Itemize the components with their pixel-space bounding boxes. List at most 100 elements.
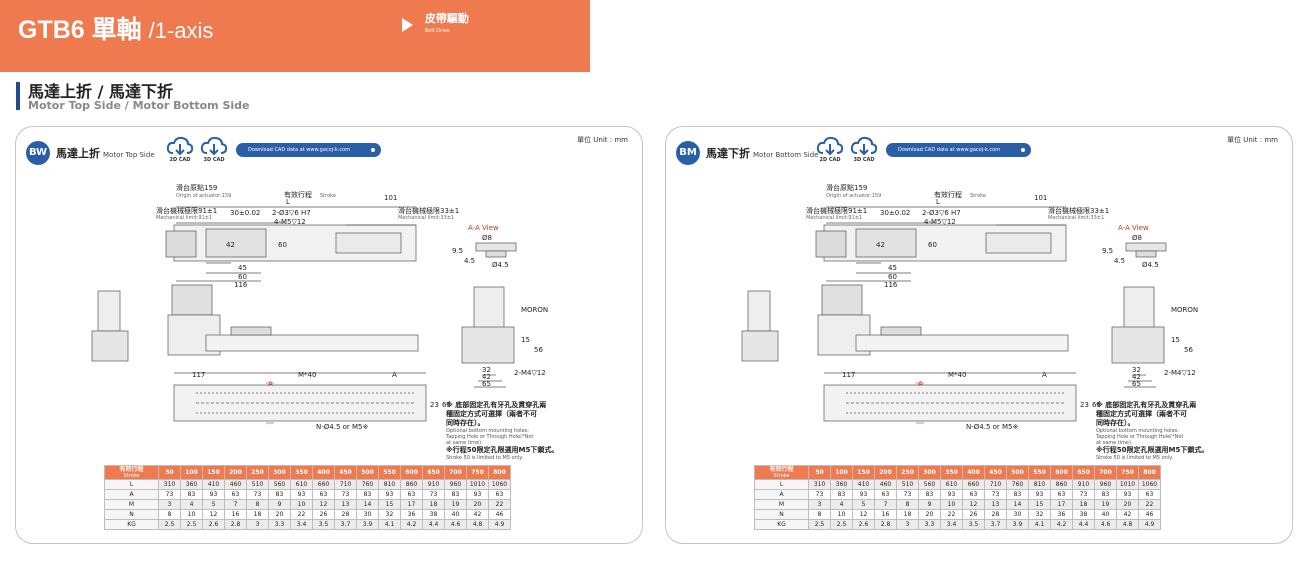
technical-drawing: L 滑台原點159 Origin of actuator:159 有效行程 St…	[741, 183, 1198, 431]
table-cell: 12	[202, 509, 225, 520]
table-cell: 93	[852, 489, 875, 500]
stroke-cell: 700	[1094, 465, 1117, 480]
table-cell: 3.5	[312, 519, 335, 530]
table-cell: 4.9	[1138, 519, 1161, 530]
dim-30: 30±0.02	[880, 209, 910, 217]
dim-m40: M*40	[298, 371, 316, 379]
dim-m40: M*40	[948, 371, 966, 379]
table-cell: 360	[180, 479, 203, 490]
cad-3d-download[interactable]: 3D CAD	[850, 135, 878, 165]
table-cell: 32	[378, 509, 401, 520]
origin-label-en: Origin of actuator:159	[826, 193, 881, 199]
table-cell: 14	[356, 499, 379, 510]
table-cell: 93	[378, 489, 401, 500]
mounting-note: ※ 底部固定孔有牙孔及貫穿孔兩 種固定方式可選擇（兩者不可 同時存在）。 Opt…	[1096, 401, 1209, 461]
cloud-download-icon	[200, 136, 228, 156]
table-cell: 73	[984, 489, 1007, 500]
dim-32: 32	[482, 366, 491, 374]
table-cell: 3.9	[356, 519, 379, 530]
model-badge: BW	[26, 141, 50, 165]
table-cell: 2.6	[202, 519, 225, 530]
stroke-cell: 200	[874, 465, 897, 480]
cad-2d-download[interactable]: 2D CAD	[166, 135, 194, 165]
page-subtitle: /1-axis	[148, 18, 214, 43]
stroke-cell: 500	[1006, 465, 1029, 480]
mech-limit-left: 滑台機械極限91±1	[156, 206, 217, 215]
table-cell: 710	[334, 479, 357, 490]
row-label: KG	[104, 519, 159, 530]
table-cell: 38	[1072, 509, 1095, 520]
table-cell: 73	[1072, 489, 1095, 500]
play-arrow-icon	[402, 18, 413, 32]
table-cell: 83	[268, 489, 291, 500]
stroke-cell: 300	[918, 465, 941, 480]
table-cell: 46	[488, 509, 511, 520]
cad-2d-download[interactable]: 2D CAD	[816, 135, 844, 165]
table-cell: 63	[312, 489, 335, 500]
download-cad-link[interactable]: Download CAD data at www.gacoj-k.com	[236, 143, 381, 157]
table-cell: 810	[378, 479, 401, 490]
table-cell: 40	[1094, 509, 1117, 520]
table-cell: 3.3	[268, 519, 291, 530]
table-cell: 46	[1138, 509, 1161, 520]
table-cell: 73	[334, 489, 357, 500]
stroke-cell: 50	[158, 465, 181, 480]
table-cell: 860	[400, 479, 423, 490]
table-cell: 18	[422, 499, 445, 510]
table-cell: 310	[158, 479, 181, 490]
table-cell: 8	[808, 509, 831, 520]
table-cell: 16	[874, 509, 897, 520]
cad-3d-download[interactable]: 3D CAD	[200, 135, 228, 165]
table-cell: 8	[158, 509, 181, 520]
row-label: M	[754, 499, 809, 510]
dim-60-vertical: 60	[928, 241, 937, 249]
dim-phi8: Ø8	[482, 234, 492, 242]
table-cell: 4.2	[1050, 519, 1073, 530]
table-cell: 4.4	[422, 519, 445, 530]
stroke-cell: 550	[1028, 465, 1051, 480]
table-cell: 3.3	[918, 519, 941, 530]
table-cell: 93	[940, 489, 963, 500]
row-label: L	[104, 479, 159, 490]
table-cell: 26	[312, 509, 335, 520]
table-cell: 960	[444, 479, 467, 490]
table-cell: 63	[224, 489, 247, 500]
panel-title-zh: 馬達上折	[56, 147, 100, 160]
table-cell: 4.1	[1028, 519, 1051, 530]
table-cell: 4.2	[400, 519, 423, 530]
table-cell: 4.9	[488, 519, 511, 530]
table-cell: 460	[224, 479, 247, 490]
section-mark-a: A	[918, 380, 923, 388]
mount-holes-label: N-Ø4.5 or M5※	[316, 423, 369, 431]
table-cell: 4.4	[1072, 519, 1095, 530]
table-cell: 5	[202, 499, 225, 510]
table-cell: 4	[180, 499, 203, 510]
table-cell: 7	[224, 499, 247, 510]
table-cell: 1060	[488, 479, 511, 490]
table-cell: 3.4	[940, 519, 963, 530]
download-cad-link[interactable]: Download CAD data at www.gacoj-k.com	[886, 143, 1031, 157]
stroke-cell: 250	[896, 465, 919, 480]
table-cell: 910	[422, 479, 445, 490]
row-label: A	[754, 489, 809, 500]
table-cell: 4.8	[1116, 519, 1139, 530]
table-cell: 560	[918, 479, 941, 490]
table-cell: 83	[356, 489, 379, 500]
m5-label: 4-M5▽12	[924, 218, 956, 226]
table-cell: 360	[830, 479, 853, 490]
dim-l: L	[936, 198, 940, 206]
row-label: A	[104, 489, 159, 500]
dim-45: 45	[238, 264, 247, 272]
table-cell: 19	[444, 499, 467, 510]
